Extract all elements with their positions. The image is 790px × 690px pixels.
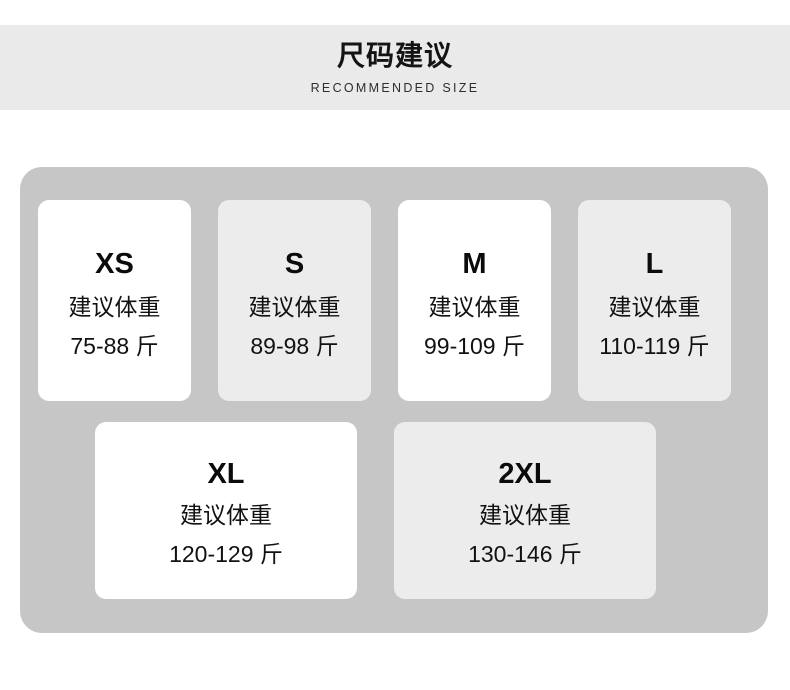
- size-card-range: 89-98 斤: [250, 332, 339, 359]
- size-card-label: 2XL: [498, 458, 552, 491]
- size-card-caption: 建议体重: [68, 294, 161, 321]
- size-card-m[interactable]: M 建议体重 99-109 斤: [398, 200, 551, 401]
- size-card-label: XL: [207, 458, 245, 491]
- size-card-s[interactable]: S 建议体重 89-98 斤: [218, 200, 371, 401]
- page-subtitle: RECOMMENDED SIZE: [310, 81, 480, 95]
- size-card-label: XS: [95, 248, 134, 281]
- size-card-range: 110-119 斤: [599, 332, 710, 359]
- size-card-range: 99-109 斤: [423, 332, 525, 359]
- size-card-caption: 建议体重: [180, 502, 272, 529]
- size-card-label: S: [284, 248, 305, 281]
- size-card-caption: 建议体重: [248, 294, 341, 321]
- page-title: 尺码建议: [336, 40, 453, 71]
- size-card-row-2: XL 建议体重 120-129 斤 2XL 建议体重 130-146 斤: [38, 422, 750, 599]
- size-card-range: 120-129 斤: [169, 540, 283, 567]
- size-card-range: 75-88 斤: [70, 332, 159, 359]
- size-card-l[interactable]: L 建议体重 110-119 斤: [578, 200, 731, 401]
- size-card-label: L: [645, 248, 664, 281]
- size-card-caption: 建议体重: [428, 294, 521, 321]
- size-card-xl[interactable]: XL 建议体重 120-129 斤: [95, 422, 357, 599]
- size-card-caption: 建议体重: [608, 294, 701, 321]
- size-card-row-1: XS 建议体重 75-88 斤 S 建议体重 89-98 斤 M 建议体重 99…: [38, 200, 750, 401]
- size-card-label: M: [462, 248, 487, 281]
- size-card-caption: 建议体重: [479, 502, 571, 529]
- size-chart-panel: XS 建议体重 75-88 斤 S 建议体重 89-98 斤 M 建议体重 99…: [20, 167, 768, 633]
- size-card-xs[interactable]: XS 建议体重 75-88 斤: [38, 200, 191, 401]
- size-card-2xl[interactable]: 2XL 建议体重 130-146 斤: [394, 422, 656, 599]
- header-band: 尺码建议 RECOMMENDED SIZE: [0, 25, 790, 110]
- size-card-range: 130-146 斤: [468, 540, 582, 567]
